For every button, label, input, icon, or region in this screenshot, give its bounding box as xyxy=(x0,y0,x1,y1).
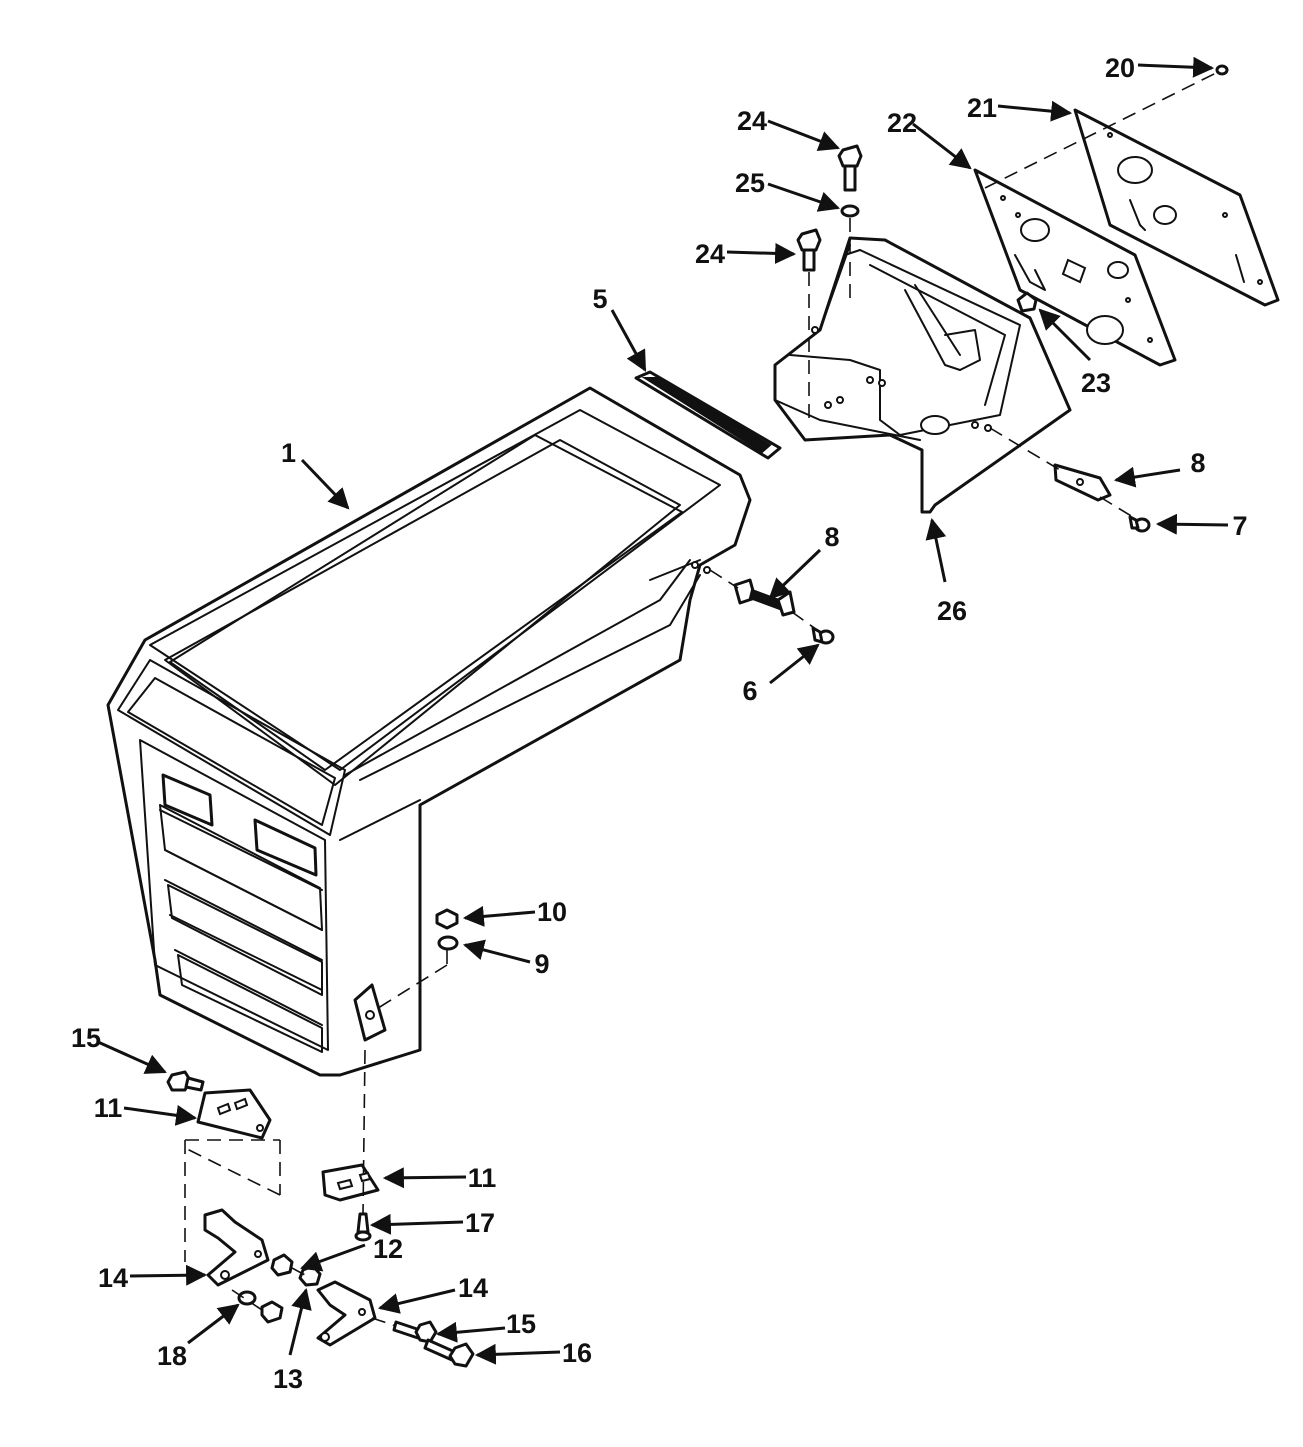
callout-14-left: 14 xyxy=(98,1263,128,1293)
bolt-24-lower xyxy=(796,228,822,272)
bracket-14-right xyxy=(316,1280,377,1347)
callout-12: 12 xyxy=(373,1234,403,1264)
leader-arrows xyxy=(97,56,1229,1365)
callout-6: 6 xyxy=(742,676,757,706)
bolt-15-lower xyxy=(392,1320,438,1344)
bolt-24-upper xyxy=(837,144,863,192)
washer-9 xyxy=(437,935,459,951)
assembly-lines xyxy=(184,71,1219,1327)
bolt-15-upper xyxy=(166,1070,205,1092)
hood xyxy=(106,386,752,1077)
nut-10 xyxy=(435,908,459,930)
bracket-14-left xyxy=(203,1208,270,1287)
callout-8-lower: 8 xyxy=(824,522,839,552)
callout-22: 22 xyxy=(887,108,917,138)
screw-20 xyxy=(1215,64,1229,76)
callout-11-lower: 11 xyxy=(468,1163,497,1193)
callout-7: 7 xyxy=(1232,511,1247,541)
callout-16: 16 xyxy=(562,1338,592,1368)
callout-26: 26 xyxy=(937,596,967,626)
pin-7 xyxy=(1128,515,1151,533)
callout-25: 25 xyxy=(735,168,765,198)
callout-14-right: 14 xyxy=(458,1273,488,1303)
hood-trim-strip xyxy=(634,370,782,460)
mounting-plate-21 xyxy=(1073,108,1280,307)
callout-20: 20 xyxy=(1105,53,1135,83)
screw-17 xyxy=(354,1212,372,1242)
nut-13-lower xyxy=(260,1300,284,1324)
callout-15-lower: 15 xyxy=(506,1309,536,1339)
callout-24-lower: 24 xyxy=(695,239,725,269)
bolt-16 xyxy=(423,1338,475,1368)
clip-8-upper xyxy=(1053,463,1112,502)
callout-13: 13 xyxy=(273,1364,303,1394)
nut-12 xyxy=(270,1253,294,1277)
callout-8-upper: 8 xyxy=(1190,448,1205,478)
pin-6 xyxy=(811,626,835,645)
callout-23: 23 xyxy=(1081,368,1111,398)
callout-labels: 1 5 6 7 8 8 9 10 11 11 12 13 14 14 15 15… xyxy=(71,53,1248,1394)
callout-1: 1 xyxy=(281,438,296,468)
dash-panel xyxy=(773,236,1072,514)
callout-24-upper: 24 xyxy=(737,106,767,136)
mounting-plate-22 xyxy=(973,168,1177,367)
callout-17: 17 xyxy=(465,1208,495,1238)
callout-9: 9 xyxy=(534,949,549,979)
washer-18 xyxy=(237,1290,257,1306)
nut-23 xyxy=(1016,291,1038,313)
bracket-11-upper xyxy=(196,1088,272,1140)
callout-15-upper: 15 xyxy=(71,1023,101,1053)
callout-11-upper: 11 xyxy=(94,1093,123,1123)
callout-10: 10 xyxy=(537,897,567,927)
callout-18: 18 xyxy=(157,1341,187,1371)
bracket-11-lower xyxy=(321,1163,380,1202)
washer-25 xyxy=(840,204,860,218)
callout-5: 5 xyxy=(592,284,607,314)
callout-21: 21 xyxy=(967,93,997,123)
